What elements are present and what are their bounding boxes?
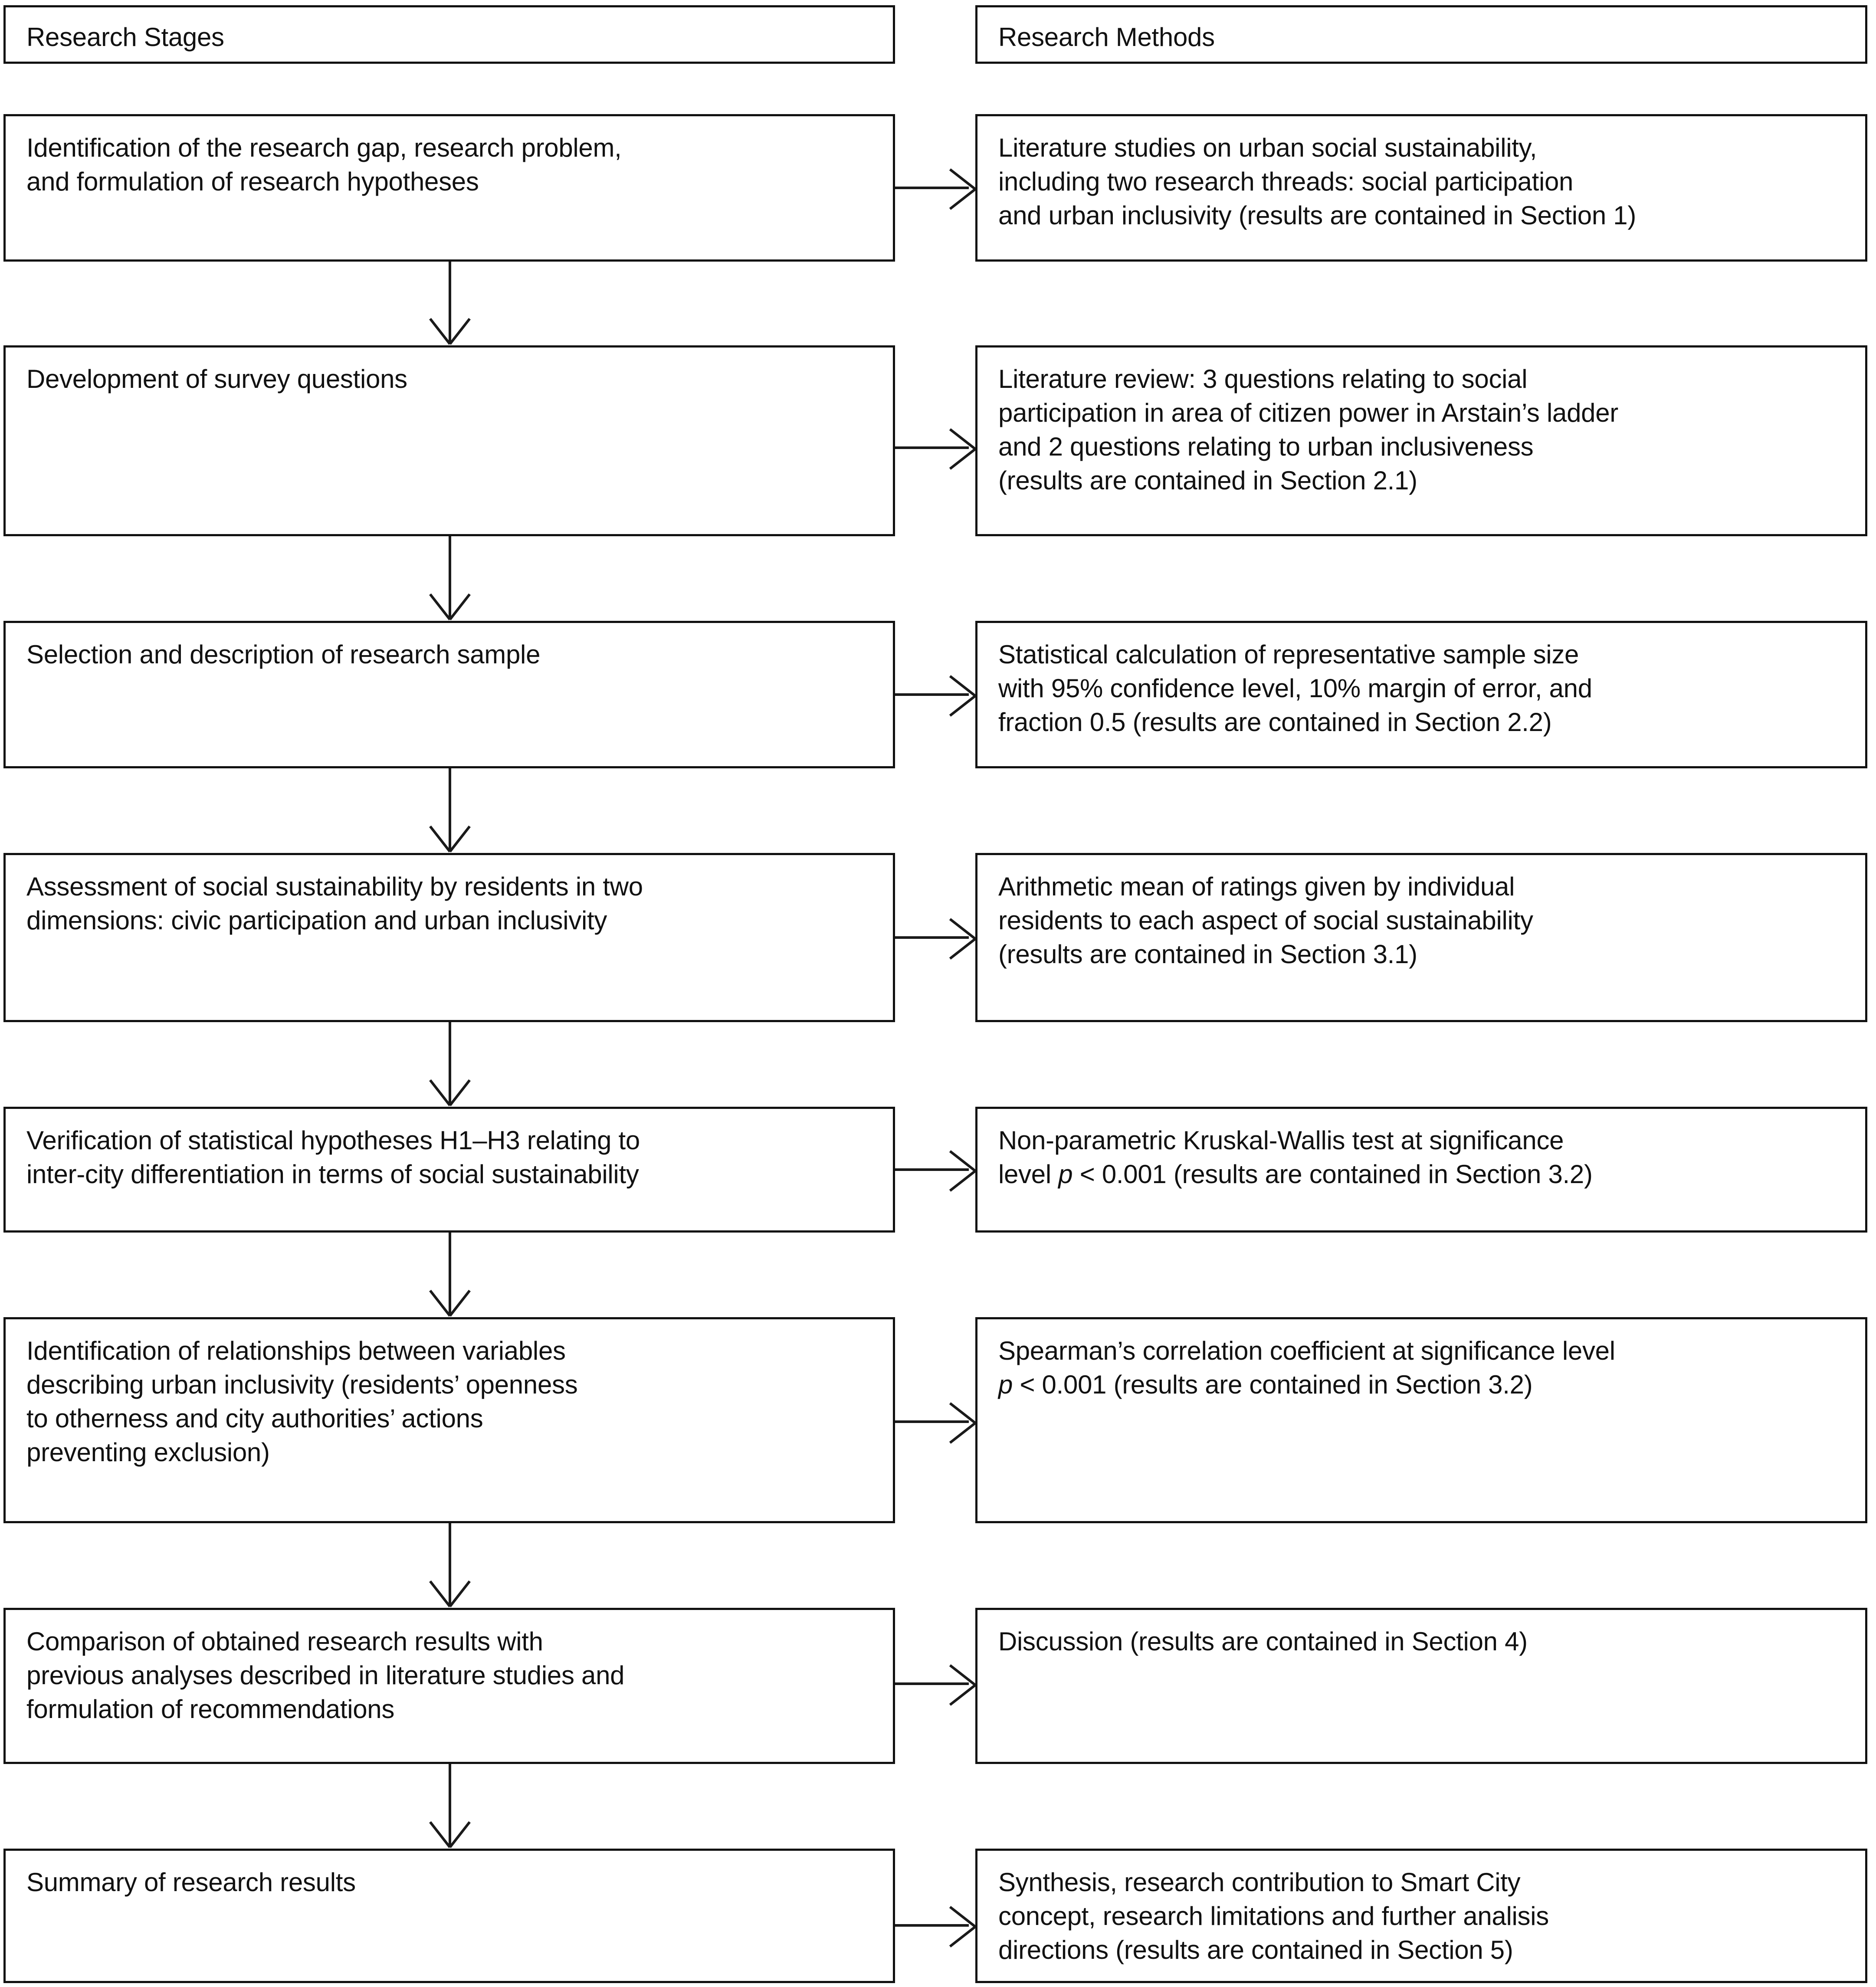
method-box-6-p-symbol: p — [998, 1370, 1013, 1399]
column-header-research-methods: Research Methods — [975, 5, 1867, 64]
method-box-2-label: Literature review: 3 questions relating … — [998, 364, 1618, 495]
stage-box-6-label: Identification of relationships between … — [26, 1336, 578, 1467]
method-box-5[interactable]: Non-parametric Kruskal-Wallis test at si… — [975, 1107, 1867, 1233]
method-box-6[interactable]: Spearman’s correlation coefficient at si… — [975, 1317, 1867, 1523]
method-box-8[interactable]: Synthesis, research contribution to Smar… — [975, 1849, 1867, 1983]
connector-stage-7-to-method-7 — [895, 1682, 969, 1685]
connector-stage-6-to-method-6 — [895, 1420, 969, 1423]
stage-box-4[interactable]: Assessment of social sustainability by r… — [3, 853, 895, 1022]
method-box-3-label: Statistical calculation of representativ… — [998, 640, 1592, 737]
method-box-3[interactable]: Statistical calculation of representativ… — [975, 621, 1867, 768]
stage-box-2[interactable]: Development of survey questions — [3, 345, 895, 536]
connector-stage-7-to-stage-8 — [449, 1764, 451, 1847]
method-box-5-p-symbol: p — [1058, 1160, 1073, 1189]
stage-box-1[interactable]: Identification of the research gap, rese… — [3, 114, 895, 262]
method-box-6-part-b: < 0.001 (results are contained in Sectio… — [1013, 1370, 1533, 1399]
connector-stage-2-to-stage-3 — [449, 536, 451, 620]
stage-box-8-label: Summary of research results — [26, 1868, 356, 1897]
method-box-4[interactable]: Arithmetic mean of ratings given by indi… — [975, 853, 1867, 1022]
connector-stage-5-to-method-5 — [895, 1168, 969, 1171]
method-box-6-part-a: Spearman’s correlation coefficient at si… — [998, 1336, 1615, 1365]
method-box-8-label: Synthesis, research contribution to Smar… — [998, 1868, 1549, 1964]
connector-stage-4-to-stage-5 — [449, 1022, 451, 1105]
stage-box-7-label: Comparison of obtained research results … — [26, 1627, 625, 1724]
method-box-6-label: Spearman’s correlation coefficient at si… — [998, 1334, 1852, 1402]
column-header-research-stages: Research Stages — [3, 5, 895, 64]
column-header-research-stages-label: Research Stages — [26, 23, 224, 52]
method-box-1-label: Literature studies on urban social susta… — [998, 133, 1637, 230]
method-box-1[interactable]: Literature studies on urban social susta… — [975, 114, 1867, 262]
connector-stage-1-to-stage-2 — [449, 262, 451, 344]
connector-stage-4-to-method-4 — [895, 936, 969, 939]
connector-stage-3-to-method-3 — [895, 693, 969, 696]
connector-stage-8-to-method-8 — [895, 1924, 969, 1927]
stage-box-7[interactable]: Comparison of obtained research results … — [3, 1608, 895, 1764]
stage-box-1-label: Identification of the research gap, rese… — [26, 133, 622, 196]
stage-box-8[interactable]: Summary of research results — [3, 1849, 895, 1983]
method-box-4-label: Arithmetic mean of ratings given by indi… — [998, 872, 1533, 969]
stage-box-6[interactable]: Identification of relationships between … — [3, 1317, 895, 1523]
method-box-7[interactable]: Discussion (results are contained in Sec… — [975, 1608, 1867, 1764]
stage-box-4-label: Assessment of social sustainability by r… — [26, 872, 643, 935]
method-box-5-part-a: Non-parametric Kruskal-Wallis test at si… — [998, 1126, 1564, 1189]
method-box-2[interactable]: Literature review: 3 questions relating … — [975, 345, 1867, 536]
method-box-5-part-b: < 0.001 (results are contained in Sectio… — [1072, 1160, 1593, 1189]
stage-box-3[interactable]: Selection and description of research sa… — [3, 621, 895, 768]
stage-box-2-label: Development of survey questions — [26, 364, 407, 393]
stage-box-3-label: Selection and description of research sa… — [26, 640, 541, 669]
connector-stage-3-to-stage-4 — [449, 768, 451, 852]
connector-stage-6-to-stage-7 — [449, 1523, 451, 1607]
method-box-5-label: Non-parametric Kruskal-Wallis test at si… — [998, 1124, 1852, 1191]
column-header-research-methods-label: Research Methods — [998, 23, 1215, 52]
stage-box-5[interactable]: Verification of statistical hypotheses H… — [3, 1107, 895, 1233]
connector-stage-2-to-method-2 — [895, 446, 969, 449]
connector-stage-5-to-stage-6 — [449, 1233, 451, 1316]
connector-stage-1-to-method-1 — [895, 187, 969, 189]
method-box-7-label: Discussion (results are contained in Sec… — [998, 1627, 1528, 1656]
stage-box-5-label: Verification of statistical hypotheses H… — [26, 1126, 640, 1189]
